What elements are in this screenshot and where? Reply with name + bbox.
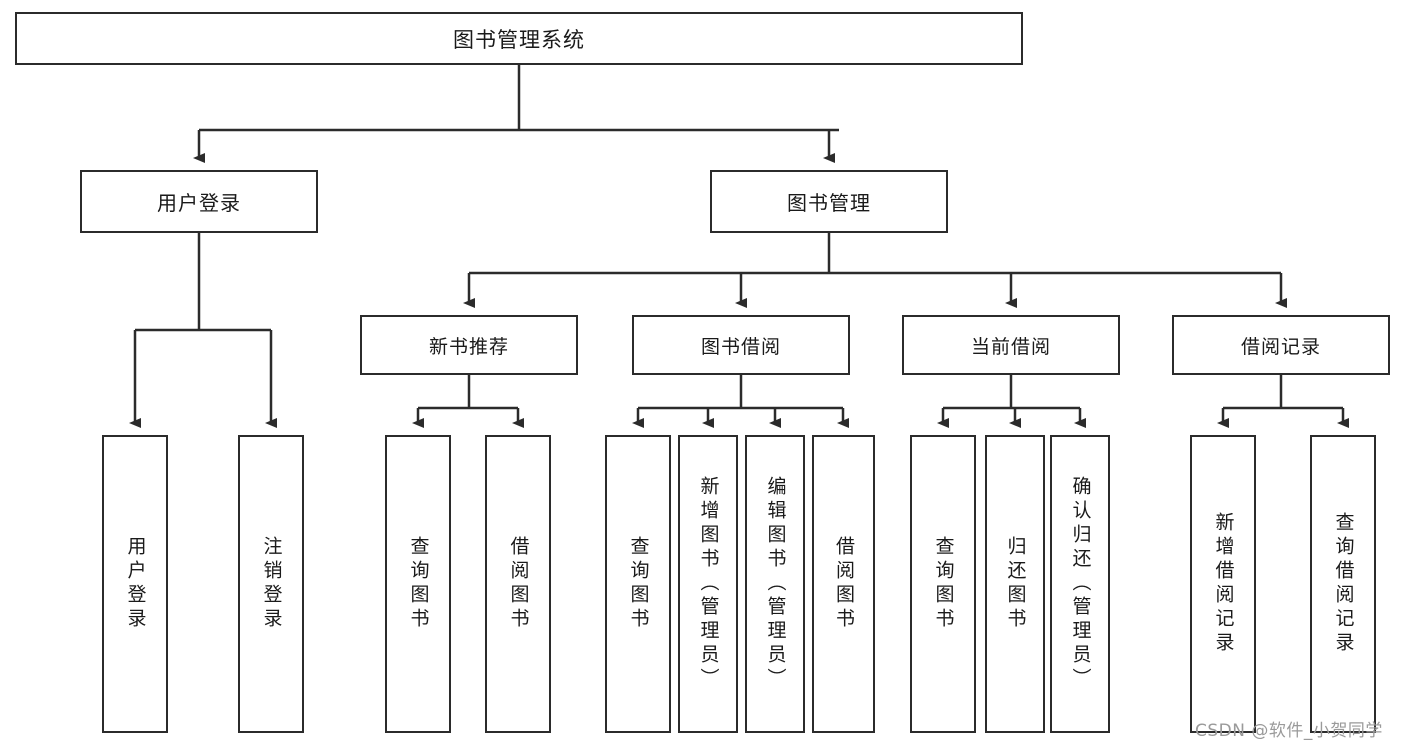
node-leaf-2-label: 查询图书: [407, 536, 430, 632]
node-level3-0[interactable]: 新书推荐: [360, 315, 578, 375]
node-level3-1-label: 图书借阅: [700, 335, 781, 358]
node-leaf-3[interactable]: 借阅图书: [485, 435, 551, 733]
node-leaf-11[interactable]: 新增借阅记录: [1190, 435, 1256, 733]
node-level2-1-label: 图书管理: [787, 191, 871, 215]
node-leaf-12[interactable]: 查询借阅记录: [1310, 435, 1376, 733]
node-root[interactable]: 图书管理系统: [15, 12, 1023, 65]
node-leaf-9[interactable]: 归还图书: [985, 435, 1045, 733]
node-root-label: 图书管理系统: [453, 27, 585, 52]
node-leaf-6-label: 编辑图书（管理员）: [764, 476, 787, 692]
node-leaf-7-label: 借阅图书: [833, 536, 855, 632]
node-level2-1[interactable]: 图书管理: [710, 170, 948, 233]
node-leaf-9-label: 归还图书: [1004, 536, 1027, 632]
node-level3-3[interactable]: 借阅记录: [1172, 315, 1390, 375]
node-leaf-0[interactable]: 用户登录: [102, 435, 168, 733]
node-leaf-0-label: 用户登录: [124, 536, 147, 632]
node-level2-0[interactable]: 用户登录: [80, 170, 318, 233]
node-leaf-7[interactable]: 借阅图书: [812, 435, 875, 733]
node-leaf-5[interactable]: 新增图书（管理员）: [678, 435, 738, 733]
node-leaf-10-label: 确认归还（管理员）: [1069, 476, 1092, 692]
node-level3-2-label: 当前借阅: [970, 335, 1051, 358]
node-leaf-3-label: 借阅图书: [507, 536, 530, 632]
node-leaf-6[interactable]: 编辑图书（管理员）: [745, 435, 805, 733]
node-leaf-5-label: 新增图书（管理员）: [697, 476, 720, 692]
node-level3-2[interactable]: 当前借阅: [902, 315, 1120, 375]
node-leaf-1[interactable]: 注销登录: [238, 435, 304, 733]
node-leaf-11-label: 新增借阅记录: [1212, 512, 1235, 656]
node-leaf-4[interactable]: 查询图书: [605, 435, 671, 733]
node-leaf-12-label: 查询借阅记录: [1332, 512, 1355, 656]
node-leaf-2[interactable]: 查询图书: [385, 435, 451, 733]
node-level3-3-label: 借阅记录: [1240, 335, 1321, 358]
node-leaf-8[interactable]: 查询图书: [910, 435, 976, 733]
node-level3-1[interactable]: 图书借阅: [632, 315, 850, 375]
node-leaf-10[interactable]: 确认归还（管理员）: [1050, 435, 1110, 733]
watermark-text: CSDN @软件_小贺同学: [1195, 721, 1383, 741]
node-level2-0-label: 用户登录: [157, 191, 241, 215]
node-leaf-1-label: 注销登录: [260, 536, 283, 632]
node-leaf-8-label: 查询图书: [932, 536, 955, 632]
node-leaf-4-label: 查询图书: [627, 536, 650, 632]
node-level3-0-label: 新书推荐: [428, 335, 509, 358]
